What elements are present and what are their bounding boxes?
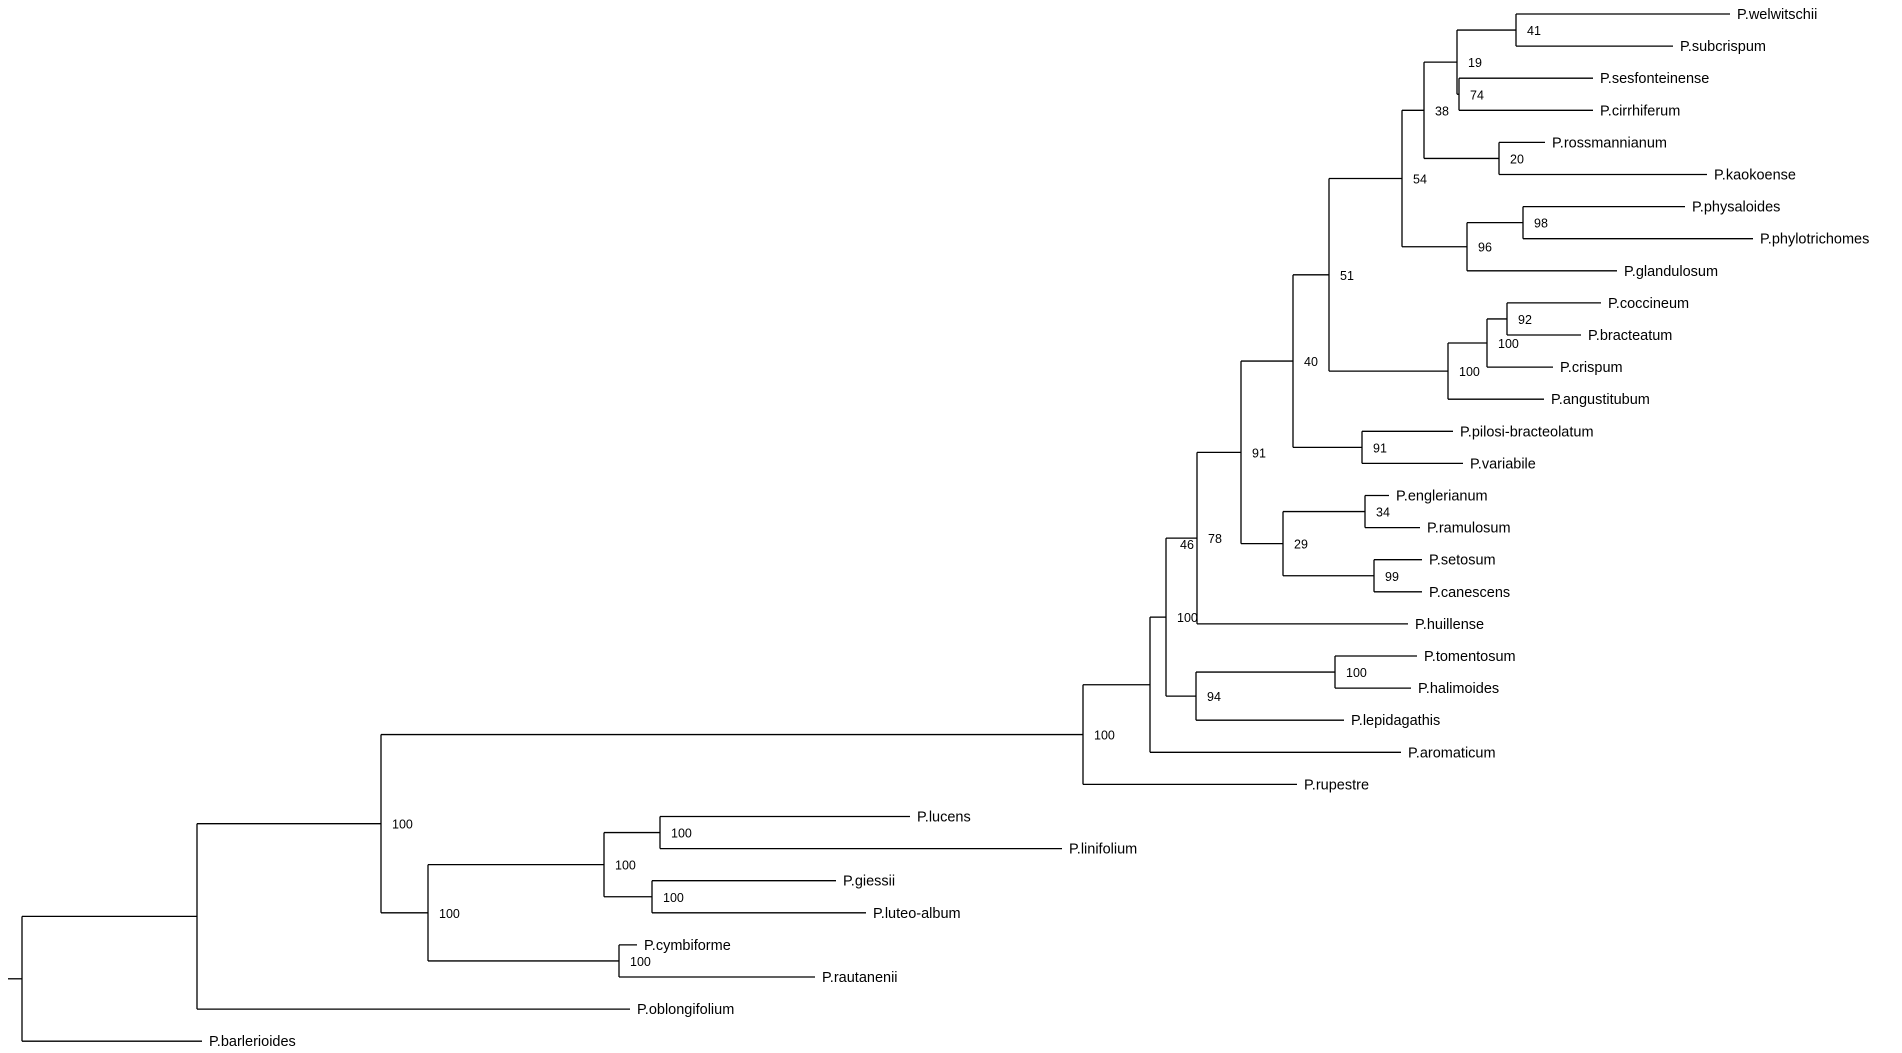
tip-label-p-glandulosum: P.glandulosum — [1624, 264, 1718, 280]
support-value: 91 — [1252, 446, 1266, 460]
support-value: 100 — [1094, 729, 1115, 743]
support-value: 94 — [1207, 690, 1221, 704]
tip-label-p-rossmannianum: P.rossmannianum — [1552, 135, 1667, 151]
support-value: 91 — [1373, 441, 1387, 455]
tip-label-p-ramulosum: P.ramulosum — [1427, 521, 1511, 537]
tip-label-p-englerianum: P.englerianum — [1396, 489, 1488, 505]
tip-label-p-welwitschii: P.welwitschii — [1737, 7, 1817, 23]
support-value: 100 — [1346, 666, 1367, 680]
support-value: 92 — [1518, 313, 1532, 327]
tip-label-p-crispum: P.crispum — [1560, 360, 1623, 376]
tip-label-p-lucens: P.lucens — [917, 810, 971, 826]
support-value: 100 — [615, 859, 636, 873]
support-value: 100 — [630, 955, 651, 969]
tip-labels: P.welwitschiiP.subcrispumP.sesfonteinens… — [209, 7, 1869, 1050]
support-value: 40 — [1304, 355, 1318, 369]
tip-label-p-subcrispum: P.subcrispum — [1680, 39, 1766, 55]
tip-label-p-angustitubum: P.angustitubum — [1551, 392, 1650, 408]
tip-label-p-huillense: P.huillense — [1415, 617, 1484, 633]
tip-label-p-cirrhiferum: P.cirrhiferum — [1600, 103, 1680, 119]
support-value: 100 — [671, 827, 692, 841]
support-value: 100 — [439, 907, 460, 921]
support-value: 54 — [1413, 173, 1427, 187]
support-value: 29 — [1294, 538, 1308, 552]
tip-label-p-variabile: P.variabile — [1470, 456, 1536, 472]
support-value: 100 — [1177, 611, 1198, 625]
tip-label-p-barlerioides: P.barlerioides — [209, 1034, 296, 1050]
tree-branches — [8, 13, 1753, 1042]
support-value: 98 — [1534, 217, 1548, 231]
tip-label-p-aromaticum: P.aromaticum — [1408, 745, 1496, 761]
tip-label-p-rupestre: P.rupestre — [1304, 777, 1369, 793]
tip-label-p-phylotrichomes: P.phylotrichomes — [1760, 232, 1869, 248]
support-value: 46 — [1180, 538, 1194, 552]
support-value: 38 — [1435, 104, 1449, 118]
support-value: 99 — [1385, 570, 1399, 584]
tip-label-p-canescens: P.canescens — [1429, 585, 1510, 601]
support-value: 78 — [1208, 532, 1222, 546]
tip-label-p-sesfonteinense: P.sesfonteinense — [1600, 71, 1709, 87]
tip-label-p-halimoides: P.halimoides — [1418, 681, 1499, 697]
tip-label-p-cymbiforme: P.cymbiforme — [644, 938, 731, 954]
support-value: 41 — [1527, 24, 1541, 38]
support-value: 19 — [1468, 56, 1482, 70]
tip-label-p-coccineum: P.coccineum — [1608, 296, 1689, 312]
tip-label-p-oblongifolium: P.oblongifolium — [637, 1002, 734, 1018]
support-value: 100 — [1498, 337, 1519, 351]
support-value: 34 — [1376, 506, 1390, 520]
tip-label-p-setosum: P.setosum — [1429, 553, 1496, 569]
tip-label-p-linifolium: P.linifolium — [1069, 842, 1137, 858]
tip-label-p-rautanenii: P.rautanenii — [822, 970, 898, 986]
support-value: 74 — [1470, 88, 1484, 102]
tip-label-p-kaokoense: P.kaokoense — [1714, 168, 1796, 184]
support-value: 100 — [663, 891, 684, 905]
support-value: 100 — [1459, 365, 1480, 379]
support-value: 20 — [1510, 152, 1524, 166]
tip-label-p-giessii: P.giessii — [843, 874, 895, 890]
support-value: 96 — [1478, 241, 1492, 255]
tip-label-p-luteo-album: P.luteo-album — [873, 906, 961, 922]
tip-label-p-bracteatum: P.bracteatum — [1588, 328, 1672, 344]
tip-label-p-tomentosum: P.tomentosum — [1424, 649, 1516, 665]
support-value: 51 — [1340, 269, 1354, 283]
tip-label-p-physaloides: P.physaloides — [1692, 200, 1780, 216]
tip-label-p-pilosi-bracteolatum: P.pilosi-bracteolatum — [1460, 424, 1594, 440]
tip-label-p-lepidagathis: P.lepidagathis — [1351, 713, 1440, 729]
support-values: 41 74 19 20 38 98 96 54 92 100 100 51 91 40 34 99 29 91 78… — [392, 24, 1548, 969]
support-value: 100 — [392, 818, 413, 832]
